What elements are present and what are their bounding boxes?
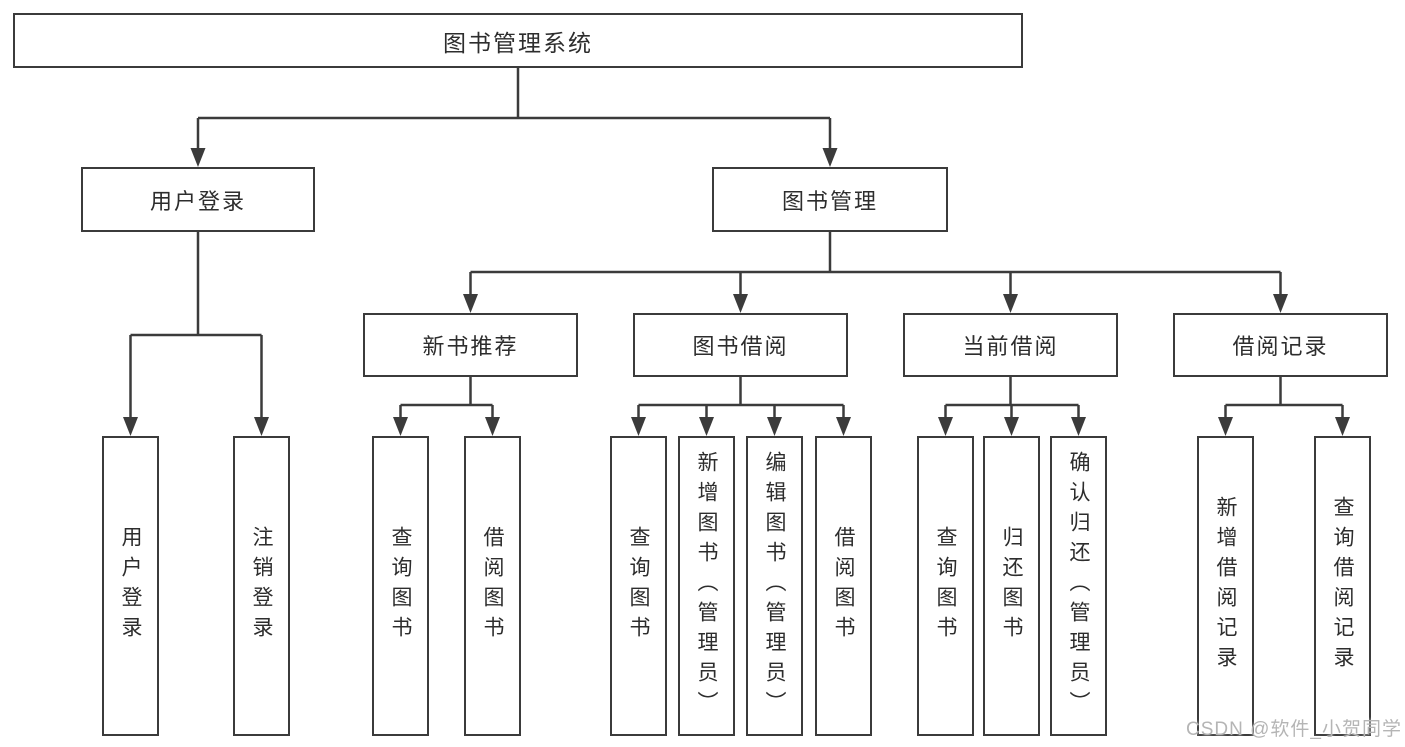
node-label: 图书借阅 [692,334,789,359]
node-label: 图书管理系统 [443,29,593,56]
node-label: 用户登录 [119,526,142,646]
node-book-borrowing: 图书借阅 [633,313,848,377]
node-library-management-system: 图书管理系统 [13,13,1023,68]
node-label: 用户登录 [149,188,246,214]
node-label: 查询图书 [389,526,412,646]
leaf-query-books-borrowing: 查询图书 [610,436,667,736]
node-label: 当前借阅 [962,334,1059,359]
node-label: 确认归还（管理员） [1067,451,1090,721]
node-current-borrowing: 当前借阅 [903,313,1118,377]
node-label: 借阅记录 [1232,334,1329,359]
leaf-edit-books-admin: 编辑图书（管理员） [746,436,803,736]
node-label: 查询图书 [627,526,650,646]
leaf-query-books-recommend: 查询图书 [372,436,429,736]
leaf-logout: 注销登录 [233,436,290,736]
node-label: 归还图书 [1000,526,1023,646]
node-new-book-recommendation: 新书推荐 [363,313,578,377]
node-label: 图书管理 [781,188,878,214]
leaf-borrow-books-borrowing: 借阅图书 [815,436,872,736]
node-label: 借阅图书 [832,526,855,646]
leaf-return-books: 归还图书 [983,436,1040,736]
leaf-user-login: 用户登录 [102,436,159,736]
node-user-login: 用户登录 [81,167,315,232]
leaf-borrow-books-recommend: 借阅图书 [464,436,521,736]
node-label: 新增图书（管理员） [695,451,718,721]
leaf-confirm-return-admin: 确认归还（管理员） [1050,436,1107,736]
node-label: 新增借阅记录 [1214,496,1237,676]
node-label: 查询图书 [934,526,957,646]
leaf-query-borrow-record: 查询借阅记录 [1314,436,1371,736]
node-label: 注销登录 [250,526,273,646]
node-borrowing-records: 借阅记录 [1173,313,1388,377]
leaf-add-books-admin: 新增图书（管理员） [678,436,735,736]
node-label: 编辑图书（管理员） [763,451,786,721]
watermark-csdn: CSDN @软件_小贺同学 [1186,719,1402,740]
leaf-query-books-current: 查询图书 [917,436,974,736]
node-label: 新书推荐 [422,334,519,359]
node-book-management: 图书管理 [712,167,948,232]
node-label: 查询借阅记录 [1331,496,1354,676]
node-label: 借阅图书 [481,526,504,646]
arrowheads [123,148,1350,436]
leaf-add-borrow-record: 新增借阅记录 [1197,436,1254,736]
